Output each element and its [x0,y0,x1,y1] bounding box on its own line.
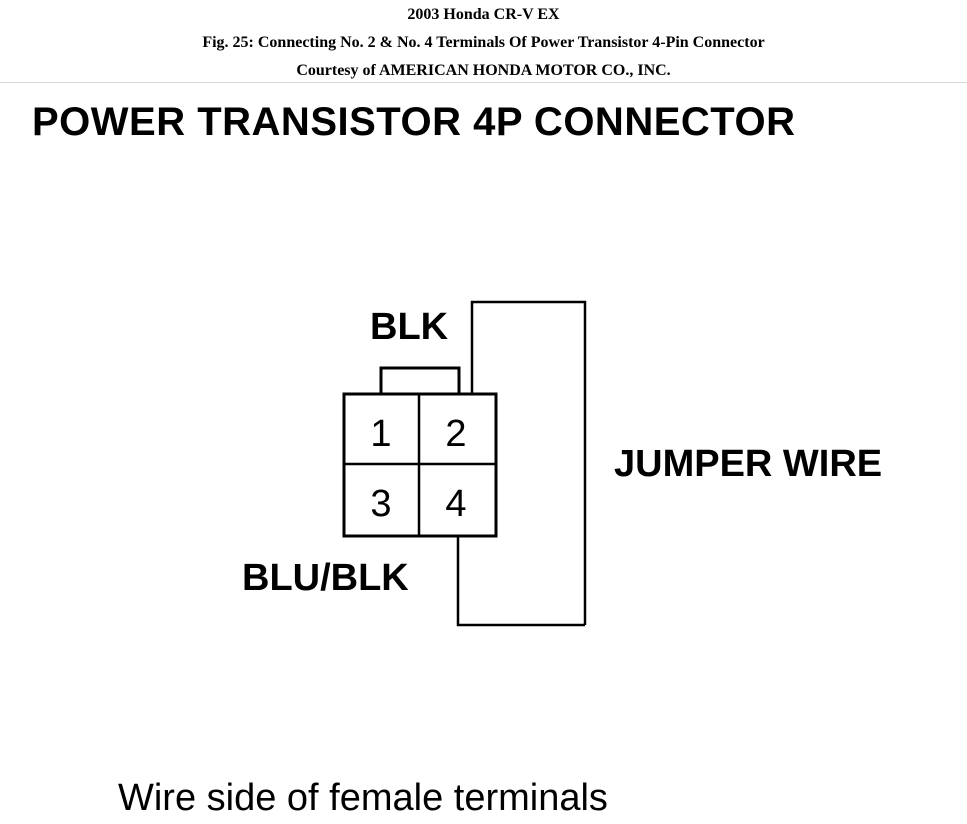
jumper-wire-upper [470,300,587,625]
pin-1-label: 1 [370,413,391,455]
header-courtesy: Courtesy of AMERICAN HONDA MOTOR CO., IN… [296,62,671,79]
pin-4-label: 4 [445,483,466,525]
connector-lock-tab [379,366,461,394]
header-figure-title: Fig. 25: Connecting No. 2 & No. 4 Termin… [202,34,765,51]
wire-label-blu-blk: BLU/BLK [242,557,409,599]
diagram-title: POWER TRANSISTOR 4P CONNECTOR [32,100,796,144]
header-divider [0,82,967,83]
jumper-wire-lower [456,536,585,627]
wire-label-blk: BLK [370,306,449,348]
pin-3-label: 3 [370,483,391,525]
diagram-caption: Wire side of female terminals [118,777,608,819]
figure-header: 2003 Honda CR-V EX Fig. 25: Connecting N… [0,0,967,82]
pin-2-label: 2 [445,413,466,455]
jumper-wire-label: JUMPER WIRE [614,443,883,485]
header-vehicle: 2003 Honda CR-V EX [407,6,560,23]
